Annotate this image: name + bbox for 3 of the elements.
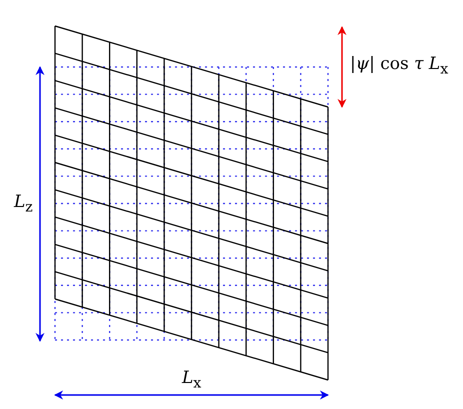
dimension-label: |ψ| cos τ L$_{x}$ bbox=[350, 56, 448, 77]
dimension-label: L$_{x}$ bbox=[182, 370, 202, 391]
dimension-label: L$_{z}$ bbox=[14, 194, 33, 215]
